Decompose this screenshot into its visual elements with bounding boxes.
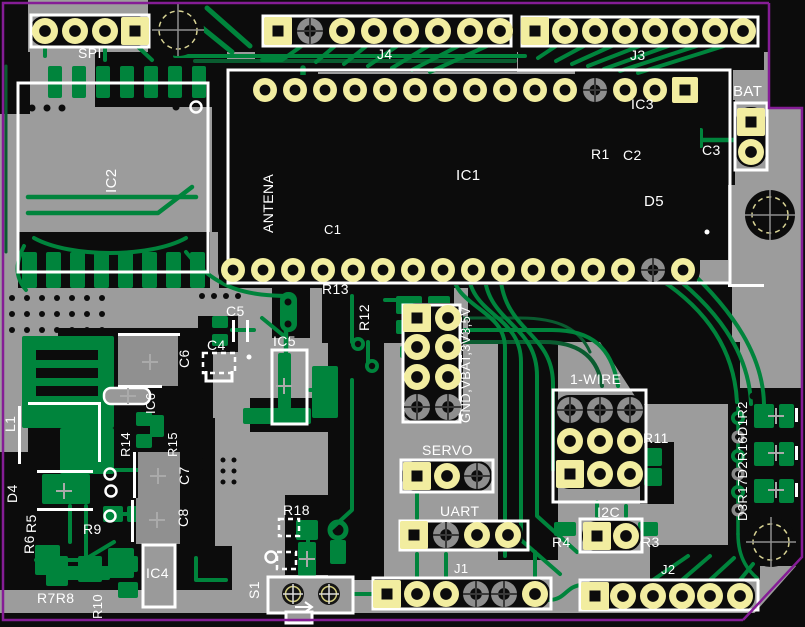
connector-j2 bbox=[578, 578, 760, 612]
connector-j3 bbox=[520, 15, 760, 48]
mounting-hole bbox=[745, 190, 795, 240]
mounting-hole bbox=[746, 517, 796, 567]
s1-direction-arrow-icon bbox=[295, 601, 314, 613]
connector-j1 bbox=[371, 576, 553, 611]
component-silkscreen-layer bbox=[16, 81, 798, 609]
mounting-hole bbox=[152, 4, 204, 56]
connector-j4 bbox=[261, 14, 515, 48]
connector-spi bbox=[29, 13, 151, 49]
connector-1-wire bbox=[551, 388, 648, 504]
connector-gnd-vbat-3v3-5v bbox=[401, 303, 463, 424]
connector-uart bbox=[398, 519, 530, 552]
connector-bat bbox=[733, 101, 769, 172]
connector-ic1 bbox=[218, 68, 732, 285]
switch-s1 bbox=[266, 575, 355, 625]
connector-i2c bbox=[578, 517, 644, 554]
connector-servo bbox=[399, 458, 495, 494]
